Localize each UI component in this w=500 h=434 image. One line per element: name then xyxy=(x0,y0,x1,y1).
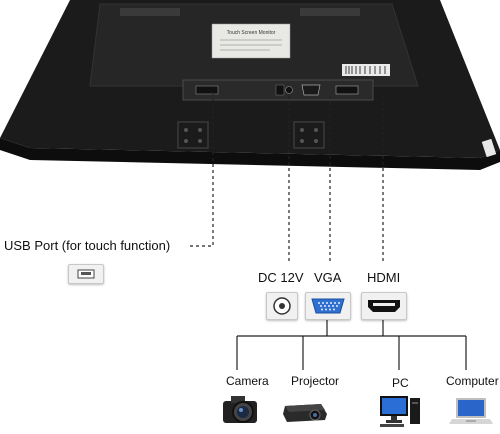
usb-port-icon xyxy=(68,264,104,284)
vga-label: VGA xyxy=(314,270,341,285)
computer-label: Computer xyxy=(446,374,499,388)
camera-label: Camera xyxy=(226,374,269,388)
projector-label: Projector xyxy=(291,374,339,388)
output-tree xyxy=(237,318,466,370)
usb-dashed-line xyxy=(188,92,213,246)
camera-icon xyxy=(221,393,263,427)
vga-port-icon xyxy=(305,292,351,320)
hdmi-port-icon xyxy=(361,292,407,320)
dc-jack-icon xyxy=(266,292,298,320)
pc-icon xyxy=(378,394,422,428)
laptop-icon xyxy=(449,395,493,427)
dc-label: DC 12V xyxy=(258,270,304,285)
hdmi-label: HDMI xyxy=(367,270,400,285)
pc-label: PC xyxy=(392,376,409,390)
projector-icon xyxy=(281,398,329,426)
usb-port-label: USB Port (for touch function) xyxy=(4,238,170,253)
